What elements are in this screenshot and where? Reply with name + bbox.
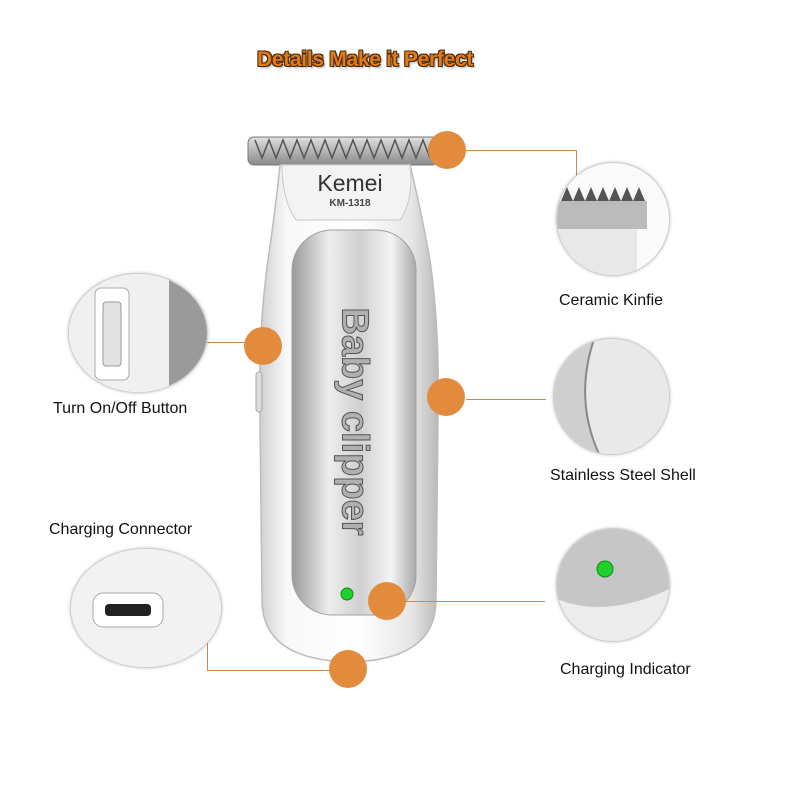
page-title: Details Make it Perfect bbox=[256, 48, 474, 71]
callout-blade bbox=[556, 162, 670, 276]
steel-panel bbox=[291, 229, 417, 616]
callout-shell bbox=[553, 338, 670, 455]
callout-dot-switch bbox=[244, 327, 282, 365]
callout-connector bbox=[70, 548, 222, 668]
product-text: Baby clipper bbox=[333, 307, 376, 536]
model-number: KM-1318 bbox=[329, 198, 371, 209]
label-ceramic-knife: Ceramic Kinfie bbox=[559, 292, 664, 309]
callout-dot-connector bbox=[329, 650, 367, 688]
brand-logo: Kemei bbox=[317, 170, 383, 196]
callout-dot-blade bbox=[428, 131, 466, 169]
led-indicator bbox=[340, 587, 354, 601]
callout-dot-indicator bbox=[368, 582, 406, 620]
label-on-off-button: Turn On/Off Button bbox=[53, 400, 188, 417]
callout-dot-shell bbox=[427, 378, 465, 416]
label-charging-indicator: Charging Indicator bbox=[560, 661, 691, 678]
label-charging-connector: Charging Connector bbox=[49, 521, 193, 538]
blade bbox=[247, 136, 439, 166]
callout-indicator bbox=[556, 528, 670, 642]
label-steel-shell: Stainless Steel Shell bbox=[550, 467, 696, 484]
callout-switch bbox=[68, 273, 208, 393]
